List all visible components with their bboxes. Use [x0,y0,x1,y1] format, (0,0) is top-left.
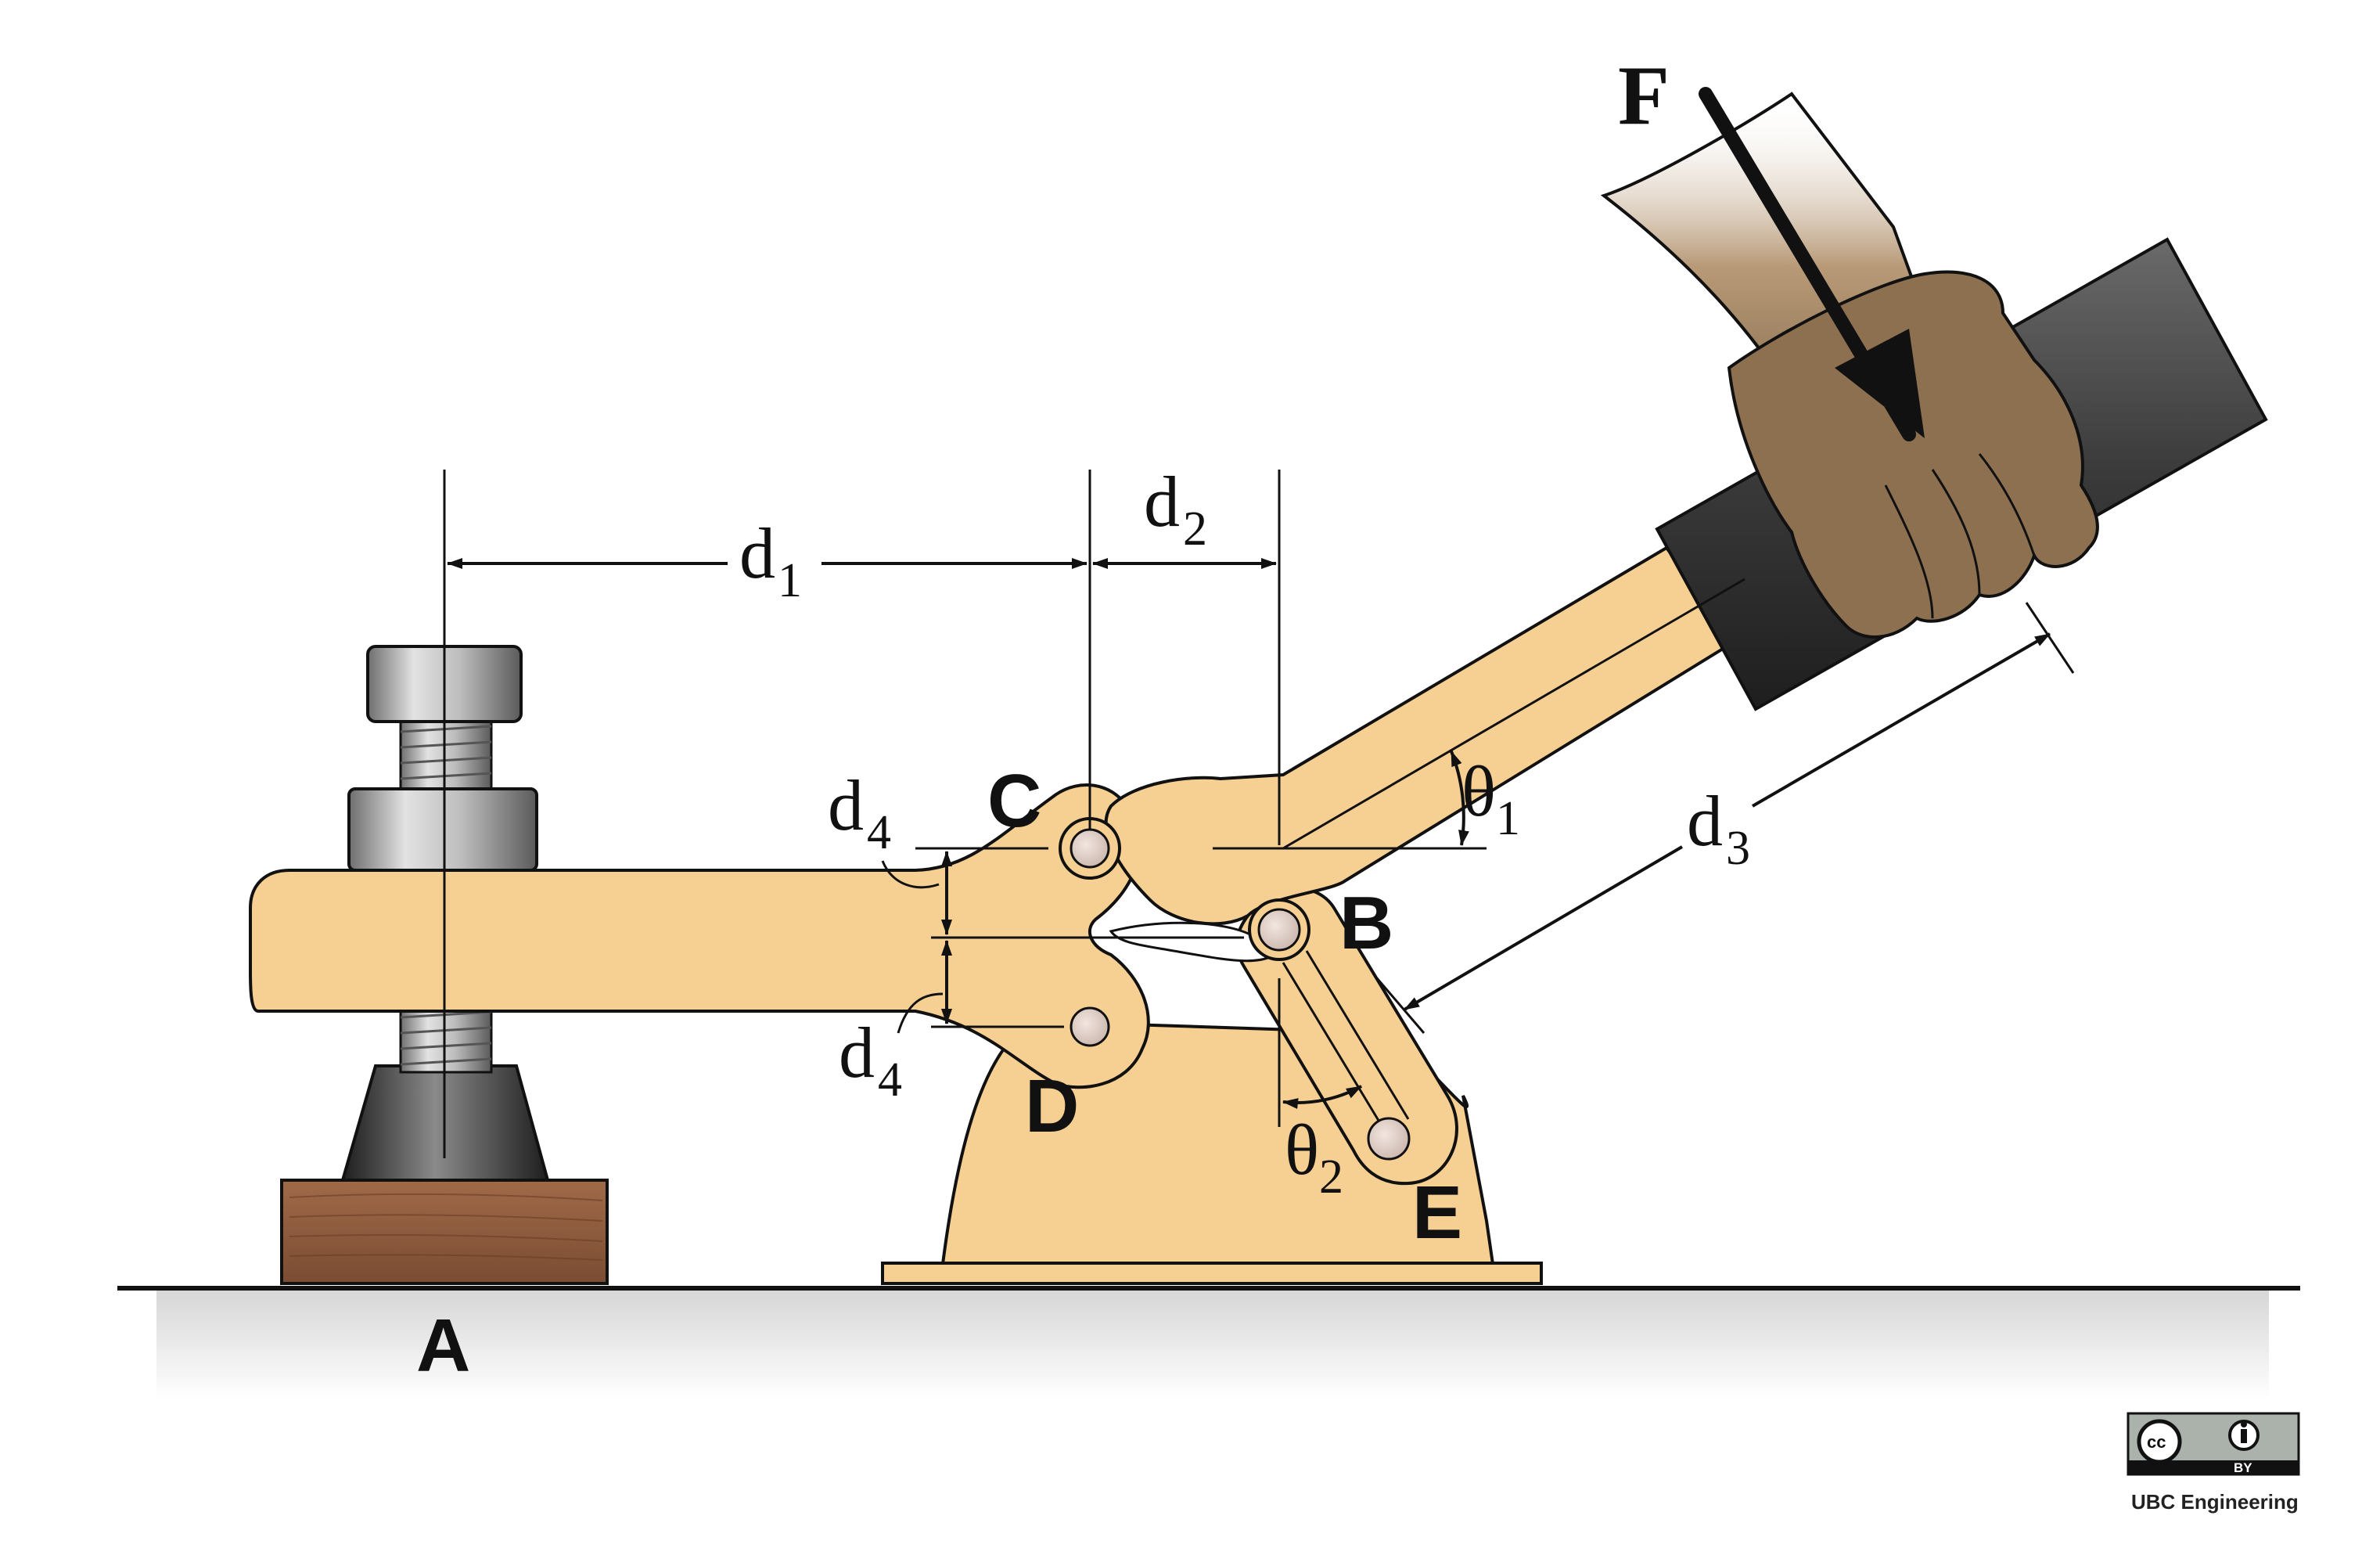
pin-e [1367,1117,1411,1161]
svg-text:d: d [1687,781,1723,861]
label-point-c: C [987,759,1041,843]
cc-by-text: BY [2234,1460,2252,1475]
svg-text:2: 2 [1319,1150,1343,1204]
svg-text:1: 1 [1496,792,1520,845]
label-point-e: E [1412,1171,1462,1255]
finger-lines [1884,453,2036,619]
pin-b [1248,898,1310,961]
label-d4-bottom: d 4 [839,1013,902,1107]
svg-text:θ: θ [1285,1110,1319,1190]
label-theta1: θ 1 [1461,751,1520,845]
cc-icon [2137,1419,2182,1464]
hex-nut [347,787,538,872]
label-point-b: B [1339,881,1393,965]
cc-icon-text: cc [2147,1432,2166,1452]
hand [1727,270,2099,639]
pin-d [1070,1006,1110,1047]
theta2-arc [1282,1085,1362,1109]
clamp-arm [249,783,1150,1089]
label-point-a: A [416,1304,470,1388]
handle-lever [1104,545,1739,926]
svg-text:4: 4 [878,1053,902,1107]
svg-text:1: 1 [778,554,802,607]
d4-bottom-leader [897,992,944,1034]
svg-text:θ: θ [1461,751,1496,831]
floor-shadow [156,1290,2269,1399]
lever-axis-line [1282,578,1745,850]
label-d1: d 1 [739,513,802,607]
label-d3: d 3 [1687,781,1750,875]
screw-threads [400,725,492,1066]
svg-text:d: d [828,765,864,845]
d3-arrow-upper [1751,632,2051,808]
theta1-arc [1450,751,1469,846]
label-d2: d 2 [1144,462,1207,556]
link-be-groove-2 [1305,950,1410,1120]
cc-by-badge: cc BY [2127,1412,2300,1476]
d3-extension-line [2025,602,2075,674]
link-be-groove-1 [1282,962,1386,1132]
credit-text: UBC Engineering [2131,1490,2299,1514]
d4-top-leader [881,860,940,889]
label-force: F [1618,49,1670,142]
svg-text:3: 3 [1726,822,1750,875]
svg-text:2: 2 [1183,502,1207,556]
force-arrowhead [1835,329,1925,438]
svg-text:d: d [739,513,775,593]
label-point-d: D [1025,1064,1079,1148]
svg-text:d: d [839,1013,875,1093]
label-d4-top: d 4 [828,765,891,859]
d3-arrow-lower [1403,845,1684,1011]
wood-grain [289,1193,603,1261]
base-plate [881,1262,1543,1285]
label-theta2: θ 2 [1285,1110,1343,1204]
lever-slot [1109,921,1285,963]
svg-text:4: 4 [867,806,891,859]
d3-extension-line-lower [1375,977,1425,1034]
svg-text:d: d [1144,462,1180,542]
